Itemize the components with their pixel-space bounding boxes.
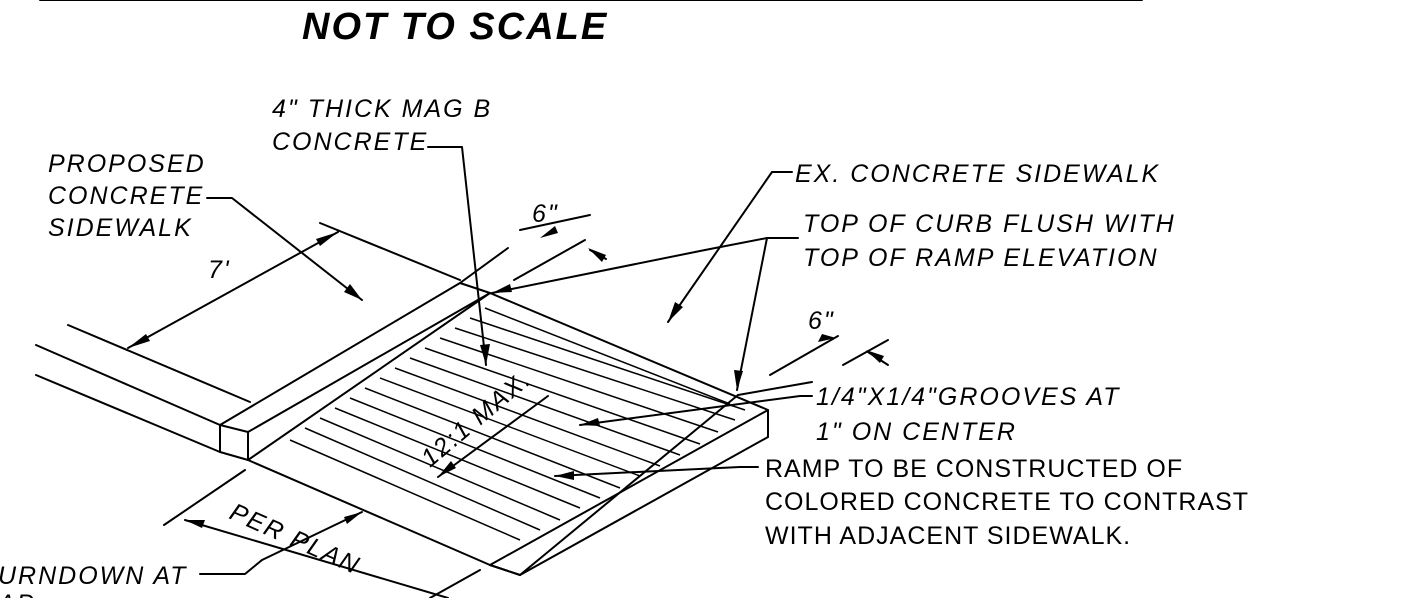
top-of-curb-label-line2: TOP OF RAMP ELEVATION [803,244,1159,272]
thick-concrete-leader [427,146,490,366]
thick-concrete-label-line1: 4" THICK MAG B [272,95,492,123]
turndown-leader [199,559,263,575]
slope-arrow [437,395,549,478]
top-of-curb-label-line1: TOP OF CURB FLUSH WITH [803,210,1176,238]
sidewalk-width-label: 7' [208,256,231,284]
ramp-material-leader [554,466,759,480]
thick-concrete-label-line2: CONCRETE [272,128,428,156]
per-plan-dimension [163,469,481,598]
curb-left-dimension [513,214,607,281]
proposed-sidewalk-slab [35,222,461,453]
proposed-sidewalk-leader [206,197,363,301]
ex-sidewalk-leader [667,171,793,323]
ramp-material-label-line2: COLORED CONCRETE TO CONTRAST [765,488,1249,516]
top-of-curb-leader [491,237,799,391]
proposed-sidewalk-label-line1: PROPOSED [48,150,206,178]
ramp-material-label-line3: WITH ADJACENT SIDEWALK. [765,522,1131,550]
proposed-sidewalk-label-line3: SIDEWALK [48,214,193,242]
turndown-label-line1: URNDOWN AT [0,562,187,590]
ramp-grooves [289,307,746,541]
sidewalk-width-dimension [127,231,339,349]
grooves-leader [579,395,813,426]
turndown-label-line2: AP [0,590,35,598]
grooves-label-line1: 1/4"X1/4"GROOVES AT [816,383,1120,411]
proposed-sidewalk-label-line2: CONCRETE [48,182,204,210]
ramp-surface [247,292,813,576]
curb-left-dimension-label: 6" [532,200,559,228]
curb-right-dimension-label: 6" [808,307,835,335]
grooves-label-line2: 1" ON CENTER [816,418,1017,446]
curb-right-dimension [769,334,889,376]
ex-sidewalk-label: EX. CONCRETE SIDEWALK [795,160,1160,188]
ramp-material-label-line1: RAMP TO BE CONSTRUCTED OF [765,455,1183,483]
drawing-title: NOT TO SCALE [302,6,608,48]
